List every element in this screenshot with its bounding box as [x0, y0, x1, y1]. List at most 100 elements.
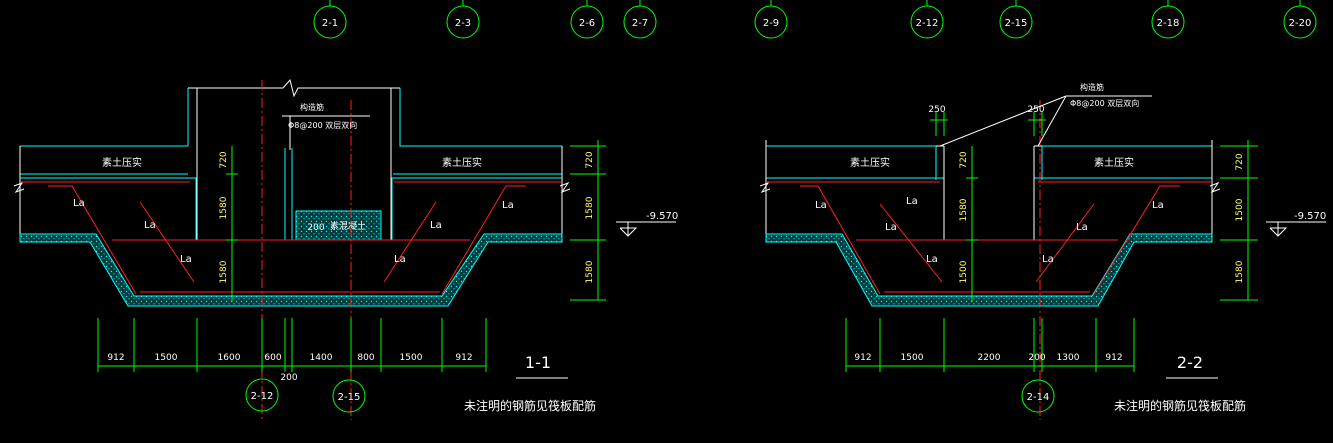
svg-text:2-12: 2-12 [251, 391, 274, 402]
svg-text:1500: 1500 [155, 353, 178, 363]
fill-label-left: 素土压实 [850, 156, 890, 169]
svg-text:1400: 1400 [310, 353, 333, 363]
section-1-1: 素混凝土 200 素土压实 素土压实 La La La La La La [13, 78, 678, 420]
la-label: La [180, 254, 192, 265]
axis-bubble-2-3: 2-3 [446, 0, 480, 39]
svg-text:720: 720 [959, 151, 969, 168]
svg-text:720: 720 [1235, 153, 1245, 170]
svg-text:250: 250 [928, 105, 945, 115]
slab-outline-left [765, 140, 944, 240]
inner-height-dim: 200 [307, 223, 324, 233]
svg-text:912: 912 [854, 353, 871, 363]
svg-text:-9.570: -9.570 [1294, 211, 1326, 222]
svg-text:720: 720 [219, 151, 229, 168]
break-mark-left [13, 181, 25, 194]
svg-text:1500: 1500 [1235, 198, 1245, 221]
svg-text:2-20: 2-20 [1289, 18, 1312, 29]
break-mark-right [559, 181, 571, 194]
section-note: 未注明的钢筋见筏板配筋 [1114, 398, 1246, 413]
concrete-block [295, 210, 382, 241]
la-label: La [144, 220, 156, 231]
svg-text:2-7: 2-7 [632, 18, 648, 29]
axis-bubble-2-9: 2-9 [754, 0, 788, 39]
fill-label-right: 素土压实 [1094, 156, 1134, 169]
la-label: La [926, 254, 938, 265]
la-label: La [906, 196, 918, 207]
svg-text:2-12: 2-12 [916, 18, 939, 29]
fill-label-right: 素土压实 [442, 156, 482, 169]
svg-text:2-9: 2-9 [763, 18, 779, 29]
pit-hatch-band [765, 233, 1213, 307]
slab-outline-right [1034, 140, 1213, 240]
svg-text:1500: 1500 [901, 353, 924, 363]
break-mark-left [759, 181, 771, 194]
right-vertical-dims: 720 1580 1580 [570, 140, 606, 301]
axis-bubble-2-18: 2-18 [1151, 0, 1185, 39]
concrete-label: 素混凝土 [330, 220, 366, 232]
axis-bubble-2-15-bottom: 2-15 [332, 379, 366, 413]
section-title: 2-2 [1177, 353, 1203, 372]
axis-bubble-2-12: 2-12 [910, 0, 944, 39]
svg-text:-9.570: -9.570 [646, 211, 678, 222]
rebars [766, 181, 1212, 295]
level-mark: -9.570 [1266, 211, 1326, 237]
svg-text:2-1: 2-1 [322, 18, 338, 29]
la-label: La [394, 254, 406, 265]
svg-text:2-3: 2-3 [455, 18, 471, 29]
svg-text:912: 912 [107, 353, 124, 363]
fill-label-left: 素土压实 [102, 156, 142, 169]
level-mark: -9.570 [616, 211, 678, 237]
svg-text:1580: 1580 [1235, 260, 1245, 283]
svg-text:1600: 1600 [218, 353, 241, 363]
svg-text:1580: 1580 [585, 196, 595, 219]
la-label: La [1152, 200, 1164, 211]
axis-bubble-2-7: 2-7 [623, 0, 657, 39]
svg-text:2-18: 2-18 [1157, 18, 1180, 29]
svg-text:2200: 2200 [978, 353, 1001, 363]
svg-text:Φ8@200 双层双向: Φ8@200 双层双向 [1070, 98, 1139, 108]
svg-text:200: 200 [280, 373, 297, 383]
pit-walls [935, 145, 1043, 241]
svg-text:600: 600 [264, 353, 281, 363]
la-label: La [430, 220, 442, 231]
svg-text:2-15: 2-15 [338, 392, 361, 403]
svg-text:1580: 1580 [959, 198, 969, 221]
top-small-dims: 250 250 [928, 105, 1046, 136]
svg-text:2-6: 2-6 [579, 18, 595, 29]
rebars [20, 181, 562, 295]
svg-text:2-15: 2-15 [1005, 18, 1028, 29]
right-vertical-dims: 720 1500 1580 [1220, 140, 1258, 301]
section-2-2: 素土压实 素土压实 La La La La La La La 构造筋 Φ8@20 [759, 82, 1326, 420]
svg-text:构造筋: 构造筋 [1080, 82, 1104, 92]
rebar-leader: 构造筋 Φ8@200 双层双向 [939, 82, 1152, 147]
svg-text:1500: 1500 [400, 353, 423, 363]
la-label: La [885, 222, 897, 233]
svg-text:912: 912 [455, 353, 472, 363]
la-label: La [73, 198, 85, 209]
inner-vertical-dims: 720 1580 1580 [219, 146, 238, 302]
slab-outline-right [393, 88, 563, 240]
svg-text:1500: 1500 [959, 260, 969, 283]
svg-text:1580: 1580 [585, 260, 595, 283]
bottom-dimension-chain: 912 1500 2200 200 1300 912 [845, 318, 1135, 372]
rebar-leader: 构造筋 Φ8@200 双层双向 [282, 102, 370, 150]
svg-text:1300: 1300 [1057, 353, 1080, 363]
axis-bubble-2-1: 2-1 [313, 0, 347, 39]
la-label: La [1076, 222, 1088, 233]
la-label: La [1042, 254, 1054, 265]
svg-text:912: 912 [1105, 353, 1122, 363]
axis-bubble-2-14-bottom: 2-14 [1021, 379, 1055, 413]
axis-bubble-2-20: 2-20 [1283, 0, 1317, 39]
section-note: 未注明的钢筋见筏板配筋 [464, 398, 596, 413]
svg-text:720: 720 [585, 151, 595, 168]
inner-vertical-dims: 720 1580 1500 [959, 146, 978, 302]
break-mark-right [1209, 181, 1221, 194]
axis-bubble-2-12-bottom: 2-12 [245, 378, 279, 412]
pit-hatch-band [19, 233, 563, 307]
la-label: La [502, 200, 514, 211]
svg-text:构造筋: 构造筋 [300, 102, 324, 112]
svg-text:2-14: 2-14 [1027, 392, 1050, 403]
svg-text:Φ8@200 双层双向: Φ8@200 双层双向 [288, 120, 357, 130]
axis-bubble-2-15: 2-15 [999, 0, 1033, 39]
